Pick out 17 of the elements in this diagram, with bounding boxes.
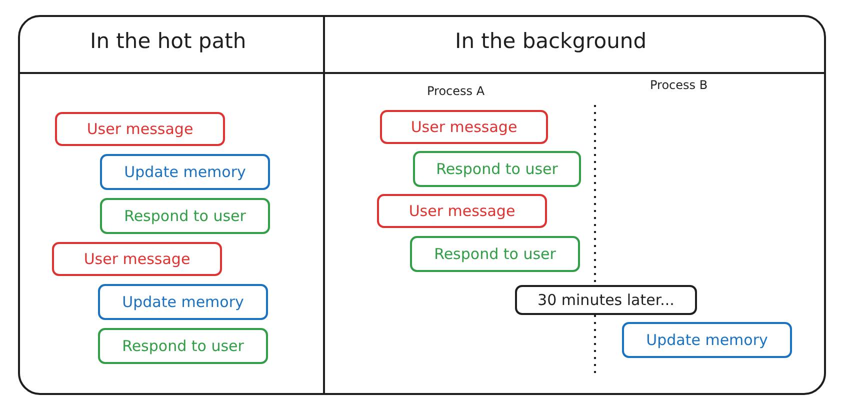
column-panel xyxy=(18,15,325,395)
step-box: Update memory xyxy=(98,284,268,320)
step-box: Update memory xyxy=(622,322,792,358)
step-box: User message xyxy=(380,110,548,144)
step-box: Update memory xyxy=(100,154,270,190)
column-label: Process A xyxy=(427,84,485,98)
note-box: 30 minutes later... xyxy=(515,285,697,315)
step-box: User message xyxy=(55,112,225,146)
column-heading: In the background xyxy=(455,29,647,53)
step-box: Respond to user xyxy=(100,198,270,234)
step-box: Respond to user xyxy=(413,151,581,187)
column-heading: In the hot path xyxy=(90,29,246,53)
step-box: Respond to user xyxy=(98,328,268,364)
step-box: User message xyxy=(377,194,547,228)
step-box: User message xyxy=(52,242,222,276)
step-box: Respond to user xyxy=(410,236,580,272)
column-label: Process B xyxy=(650,78,708,92)
